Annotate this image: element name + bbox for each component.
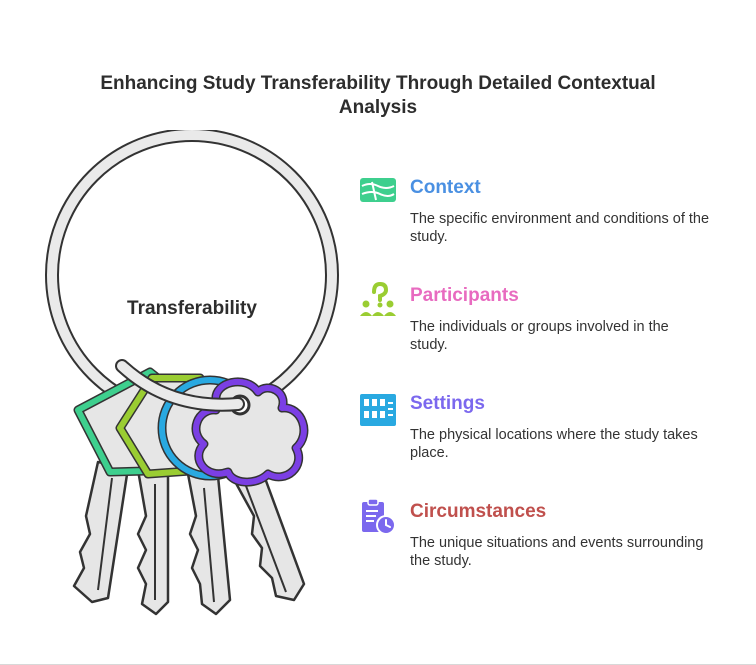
- key-blade-1: [74, 462, 128, 602]
- item-title: Context: [410, 177, 481, 199]
- people-question-icon: [358, 282, 398, 322]
- ring-label: Transferability: [112, 298, 272, 320]
- item-description: The physical locations where the study t…: [410, 426, 710, 462]
- key-blade-4: [232, 470, 304, 600]
- map-icon: [358, 174, 398, 214]
- item-description: The individuals or groups involved in th…: [410, 318, 710, 354]
- item-description: The unique situations and events surroun…: [410, 534, 710, 570]
- item-title: Circumstances: [410, 501, 546, 523]
- key-blade-3: [188, 474, 230, 614]
- item-title: Settings: [410, 393, 485, 415]
- building-icon: [358, 390, 398, 430]
- keyring-graphic: [40, 130, 340, 630]
- key-head-cloud: [196, 382, 304, 482]
- clipboard-clock-icon: [358, 498, 398, 538]
- item-title: Participants: [410, 285, 519, 307]
- item-description: The specific environment and conditions …: [410, 210, 710, 246]
- key-blade-2: [138, 470, 168, 614]
- diagram-title: Enhancing Study Transferability Through …: [60, 72, 696, 120]
